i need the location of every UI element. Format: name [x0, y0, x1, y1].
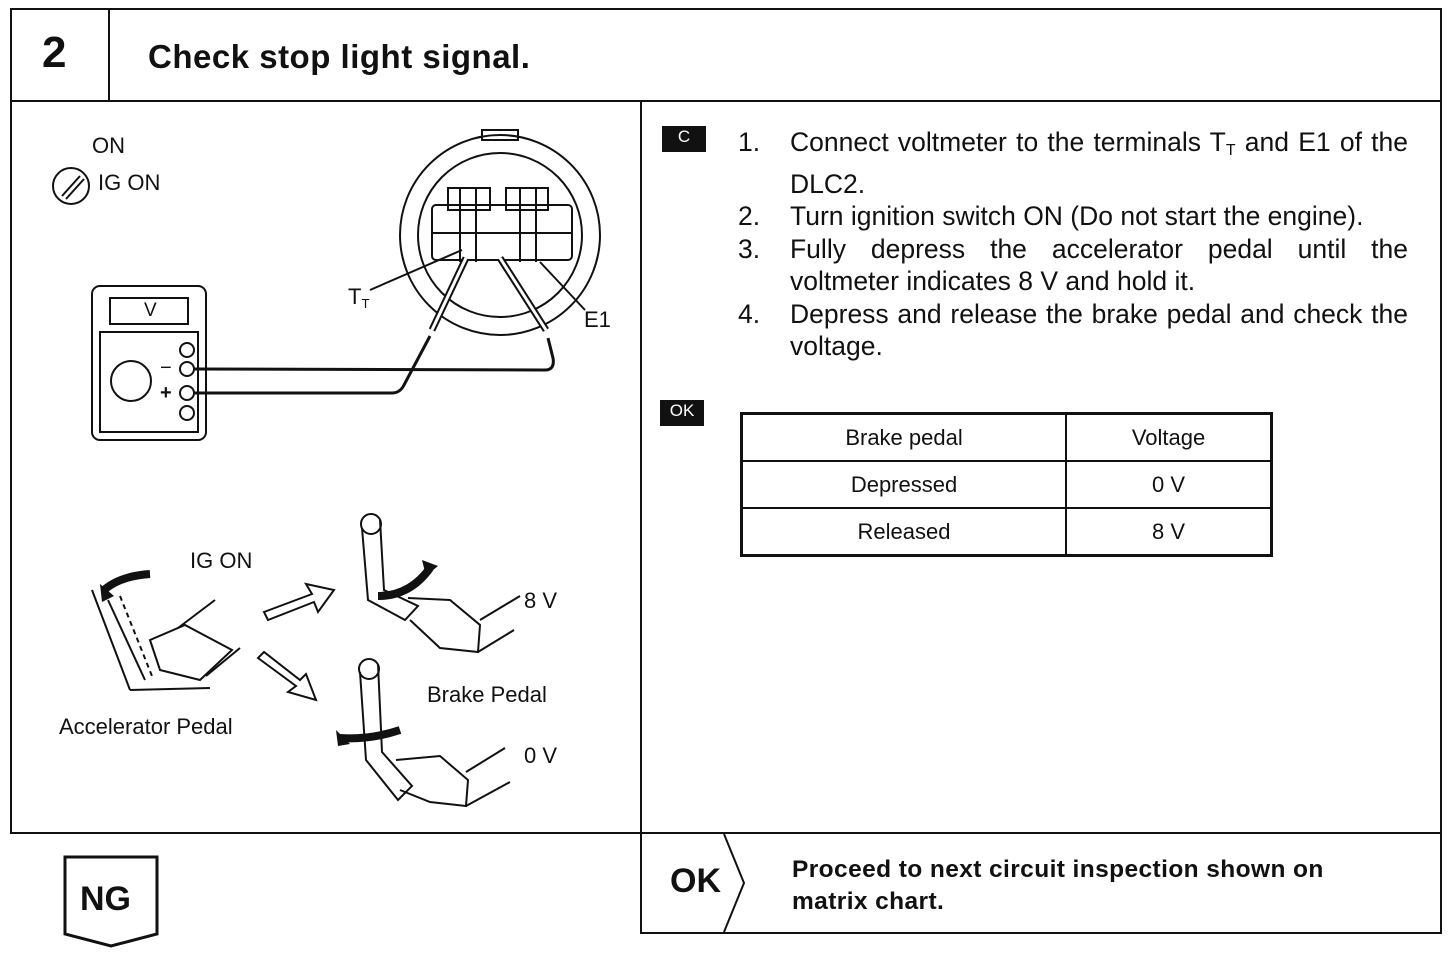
step-2: 2. Turn ignition switch ON (Do not start…: [738, 201, 1364, 231]
voltmeter-unit-label: V: [144, 300, 157, 321]
terminal-tt-label: TT: [348, 284, 370, 311]
voltage-high-label: 8 V: [524, 588, 558, 613]
step-3: 3. Fully depress the accelerator pedal u…: [738, 233, 1408, 297]
table-row: Released 8 V: [740, 507, 1273, 557]
ok-badge: OK: [660, 400, 704, 426]
ok-chevron-icon: [723, 833, 746, 933]
brake-pedal-icon: [358, 513, 521, 808]
minus-terminal-label: −: [160, 357, 172, 379]
step-4: 4. Depress and release the brake pedal a…: [738, 298, 1408, 362]
table-row: Depressed 0 V: [740, 460, 1273, 509]
table-cell: 0 V: [1065, 460, 1273, 509]
table-cell: 8 V: [1065, 507, 1273, 557]
step-1: 1. Connect voltmeter to the terminals TT…: [738, 127, 1408, 199]
header-divider: [108, 8, 110, 102]
ignition-key-icon: [52, 167, 90, 205]
page-title: Check stop light signal.: [148, 38, 531, 75]
ng-tag-icon: [63, 855, 159, 948]
step-number: 2: [42, 28, 67, 77]
accelerator-pedal-label: Accelerator Pedal: [59, 714, 233, 739]
terminal-e1-label: E1: [584, 307, 611, 332]
dlc2-connector-icon: [399, 129, 601, 336]
table-cell: Depressed: [740, 460, 1068, 509]
ok-result-box: [640, 832, 1442, 934]
wiring-illustration: [52, 129, 601, 808]
result-table: Brake pedal Voltage Depressed 0 V Releas…: [740, 412, 1273, 557]
table-header-cell: Brake pedal: [740, 412, 1068, 462]
condition-badge: C: [662, 126, 706, 152]
ok-result-label: OK: [670, 862, 721, 900]
ok-result-text: Proceed to next circuit inspection shown…: [792, 856, 1324, 915]
accelerator-pedal-icon: [91, 589, 241, 691]
body-divider: [640, 100, 642, 934]
table-cell: Released: [740, 507, 1068, 557]
table-header-cell: Voltage: [1065, 412, 1273, 462]
ignition-on-label: ON: [92, 133, 125, 158]
brake-pedal-label: Brake Pedal: [427, 682, 547, 707]
ig-on-label: IG ON: [98, 170, 161, 195]
ng-result-label: NG: [80, 880, 131, 918]
pedal-ig-on-label: IG ON: [190, 548, 253, 573]
voltage-low-label: 0 V: [524, 743, 558, 768]
table-header-row: Brake pedal Voltage: [740, 412, 1273, 462]
voltmeter-icon: [91, 285, 207, 441]
procedure-steps: 1. Connect voltmeter to the terminals TT…: [738, 126, 1408, 363]
plus-terminal-label: +: [160, 382, 172, 404]
